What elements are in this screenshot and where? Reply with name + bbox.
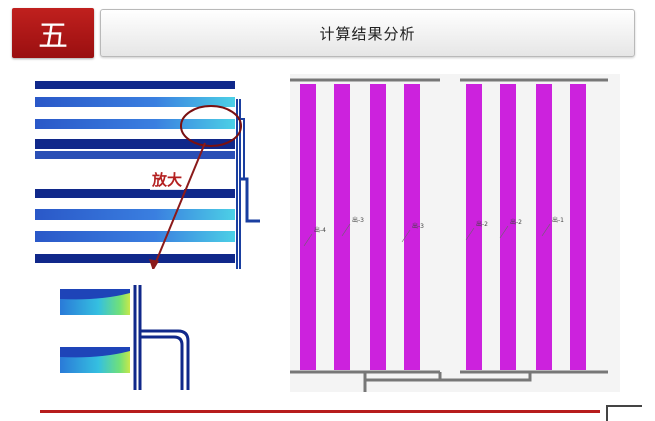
outlet-pipe: [363, 372, 532, 392]
channel-2: [334, 84, 350, 370]
footer-divider: [40, 410, 600, 413]
channel-label-6: 出-1: [552, 216, 564, 224]
section-number-badge: 五: [12, 8, 94, 58]
channel-3: [370, 84, 386, 370]
page-title: 计算结果分析: [100, 9, 635, 57]
channel-leader-5: [499, 225, 509, 239]
channel-leader-1: [303, 233, 313, 247]
channel-4: [404, 84, 420, 370]
simulation-contour-image: [35, 79, 260, 269]
channel-7: [536, 84, 552, 370]
channel-label-1: 出-4: [314, 226, 326, 234]
channel-5: [466, 84, 482, 370]
channel-label-5: 出-2: [510, 218, 522, 226]
channel-leader-2: [341, 223, 351, 237]
channel-label-3: 出-3: [412, 222, 424, 230]
channel-label-4: 出-2: [476, 220, 488, 228]
piping-diagram: 出-4 出-3 出-3 出-2 出-2 出-1: [290, 74, 620, 392]
channel-1: [300, 84, 316, 370]
channel-label-2: 出-3: [352, 216, 364, 224]
zoom-arrow: [152, 142, 206, 269]
channel-leader-4: [465, 227, 475, 241]
channel-leader-3: [401, 229, 411, 243]
channel-leader-6: [541, 223, 551, 237]
zoomed-detail-image: [60, 285, 200, 390]
channel-6: [500, 84, 516, 370]
zoom-label: 放大: [150, 169, 185, 190]
footer-corner-mark: [606, 405, 642, 421]
zoom-region-ellipse: [180, 105, 242, 147]
channel-8: [570, 84, 586, 370]
